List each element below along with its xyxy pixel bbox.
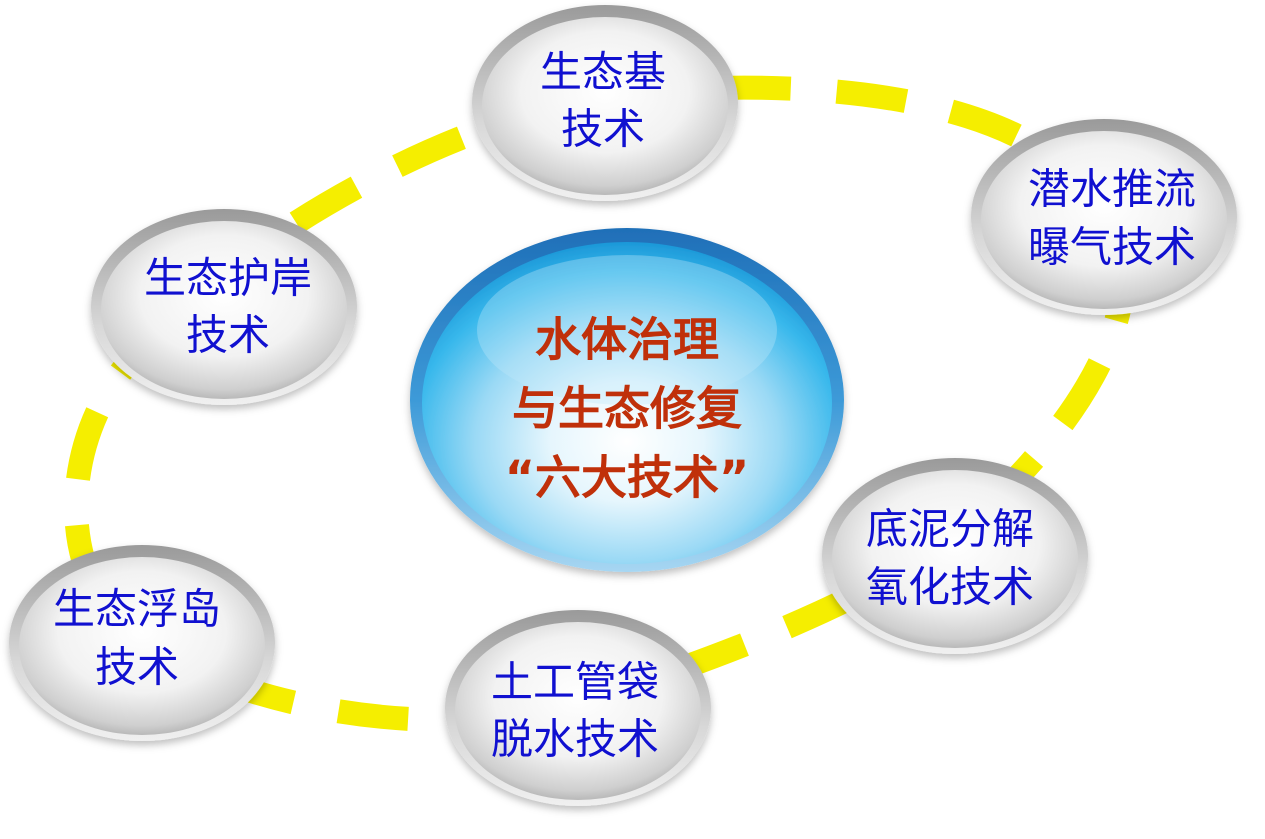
node-sediment-oxidation-line-2: 氧化技术 xyxy=(866,563,1034,612)
node-floating-island xyxy=(9,545,275,741)
node-eco-base xyxy=(472,5,738,201)
center-node xyxy=(410,228,844,572)
node-eco-bank-line-1: 生态护岸 xyxy=(144,254,312,303)
center-title-line-3: “六大技术” xyxy=(505,451,749,505)
node-geotube-dewatering-line-1: 土工管袋 xyxy=(491,658,659,707)
node-floating-island-line-1: 生态浮岛 xyxy=(53,585,221,634)
node-eco-base-line-1: 生态基 xyxy=(540,48,666,97)
node-geotube-dewatering-line-2: 脱水技术 xyxy=(491,715,659,764)
center-title-line-2: 与生态修复 xyxy=(512,382,742,436)
node-eco-bank xyxy=(91,209,357,405)
node-submersible-aeration-line-2: 曝气技术 xyxy=(1028,223,1196,272)
node-eco-base-line-2: 技术 xyxy=(561,105,645,154)
node-eco-bank-line-2: 技术 xyxy=(186,311,270,360)
node-sediment-oxidation xyxy=(822,458,1088,654)
center-title-line-1: 水体治理 xyxy=(535,313,719,367)
node-submersible-aeration xyxy=(971,119,1237,315)
node-geotube-dewatering xyxy=(445,610,711,806)
node-sediment-oxidation-line-1: 底泥分解 xyxy=(866,505,1034,554)
node-floating-island-line-2: 技术 xyxy=(95,643,179,692)
node-submersible-aeration-line-1: 潜水推流 xyxy=(1028,165,1196,214)
